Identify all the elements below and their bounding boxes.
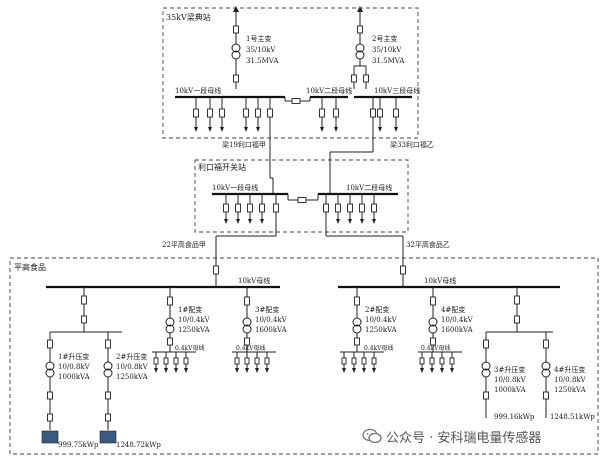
stepup-3-capacity: 1000kVA [494, 386, 527, 394]
dist-tx-4-capacity: 1600kVA [441, 326, 474, 334]
feeder-right-label: 梁33利口福乙 [390, 140, 434, 149]
dist-tx-1-ratio: 10/0.4kV [178, 316, 211, 324]
dist-tx-2-lvbus: 0.4kV母线 [364, 344, 394, 352]
stepup-4-pv: 1248.51kWp [550, 413, 595, 421]
wechat-icon [362, 428, 382, 444]
distribution-transformer-3: 3#配变 10/0.4kV 1600kVA 0.4kV母线 [232, 287, 288, 373]
switch-feeder-bays [223, 194, 377, 224]
stepup-2-ratio: 10/0.8kV [116, 363, 149, 371]
line-right-label: 32平高食品乙 [406, 240, 450, 249]
top-bus-3-label: 10kV三段母线 [374, 86, 420, 95]
main-tx-2-capacity: 31.5MVA [372, 57, 405, 65]
substation-title: 35kV梁典站 [166, 12, 211, 22]
stepup-4-capacity: 1250kVA [554, 386, 587, 394]
dist-tx-2-ratio: 10/0.4kV [365, 316, 398, 324]
dist-tx-2-capacity: 1250kVA [365, 326, 398, 334]
main-tx-1-ratio: 35/10kV [246, 46, 276, 54]
dist-tx-4-ratio: 10/0.4kV [441, 316, 474, 324]
main-transformer-2: 2号主变 35/10kV 31.5MVA [351, 6, 405, 89]
stepup-3-name: 3#升压变 [494, 365, 525, 374]
stepup-3-ratio: 10/0.8kV [494, 376, 527, 384]
top-feeder-bays [193, 97, 399, 132]
watermark-text: 公众号 · 安科瑞电量传感器 [386, 430, 542, 446]
feeder-left-label: 梁19利口福甲 [222, 140, 266, 149]
stepup-2-capacity: 1250kVA [116, 373, 149, 381]
stepup-1-name: 1#升压变 [58, 352, 89, 361]
stepup-transformer-3: 3#升压变 10/0.8kV 1000kVA 999.16kWp [481, 332, 535, 421]
top-bus-2-label: 10kV二段母线 [306, 86, 352, 95]
line-left-label: 22平高食品甲 [162, 240, 206, 249]
stepup-1-pv: 999.75kWp [58, 441, 99, 449]
top-bus-1-label: 10kV一段母线 [175, 86, 221, 95]
line-to-plant-right [323, 194, 406, 287]
distribution-transformer-1: 1#配变 10/0.4kV 1250kVA 0.4kV母线 [152, 287, 211, 373]
plant-bus-left-label: 10kV母线 [238, 276, 270, 285]
dist-tx-4-lvbus: 0.4kV母线 [421, 344, 451, 352]
dist-tx-1-capacity: 1250kVA [178, 326, 211, 334]
dist-tx-3-ratio: 10/0.4kV [255, 316, 288, 324]
main-tx-1-capacity: 31.5MVA [246, 57, 279, 65]
stepup-transformer-4: 4#升压变 10/0.8kV 1250kVA 1248.51kWp [541, 332, 595, 421]
switch-bus-2-label: 10kV二段母线 [346, 183, 392, 192]
dist-tx-1-name: 1#配变 [178, 305, 202, 314]
substation-region [162, 7, 419, 139]
dist-tx-3-capacity: 1600kVA [255, 326, 288, 334]
switch-bus-1-label: 10kV一段母线 [212, 183, 258, 192]
stepup-3-pv: 999.16kWp [494, 413, 535, 421]
main-tx-2-name: 2号主变 [372, 34, 397, 43]
plant-title: 平高食品 [14, 262, 46, 272]
main-tx-1-name: 1号主变 [246, 34, 271, 43]
stepup-transformer-1: 1#升压变 10/0.8kV 1000kVA 999.75kWp [41, 332, 99, 449]
pv-branch-right [486, 287, 553, 333]
pv-branch-left [50, 287, 122, 333]
plant-bus-right-label: 10kV母线 [424, 276, 456, 285]
distribution-transformer-4: 4#配变 10/0.4kV 1600kVA 0.4kV母线 [418, 287, 474, 373]
dist-tx-4-name: 4#配变 [441, 305, 465, 314]
distribution-transformer-2: 2#配变 10/0.4kV 1250kVA 0.4kV母线 [340, 287, 398, 373]
main-transformer-1: 1号主变 35/10kV 31.5MVA [231, 6, 279, 89]
feeder-right [329, 97, 376, 194]
plant-region [9, 257, 599, 455]
dist-tx-2-name: 2#配变 [365, 305, 389, 314]
stepup-2-name: 2#升压变 [116, 352, 147, 361]
top-bus-tie-breaker [291, 98, 301, 104]
stepup-4-ratio: 10/0.8kV [554, 376, 587, 384]
switching-station-region [194, 159, 409, 233]
dist-tx-3-name: 3#配变 [255, 305, 279, 314]
switching-station-title: 利口福开关站 [198, 162, 246, 172]
stepup-2-pv: 1248.72kWp [116, 441, 161, 449]
switch-bus-tie-breaker [297, 197, 307, 203]
stepup-1-capacity: 1000kVA [58, 373, 91, 381]
feeder-left [267, 97, 274, 194]
stepup-4-name: 4#升压变 [554, 365, 585, 374]
dist-tx-1-lvbus: 0.4kV母线 [175, 344, 205, 352]
watermark: 公众号 · 安科瑞电量传感器 [362, 424, 607, 448]
line-to-plant-left [213, 194, 279, 287]
dist-tx-3-lvbus: 0.4kV母线 [236, 344, 266, 352]
stepup-transformer-2: 2#升压变 10/0.8kV 1250kVA 1248.72kWp [99, 332, 161, 449]
stepup-1-ratio: 10/0.8kV [58, 363, 91, 371]
main-tx-2-ratio: 35/10kV [372, 46, 402, 54]
